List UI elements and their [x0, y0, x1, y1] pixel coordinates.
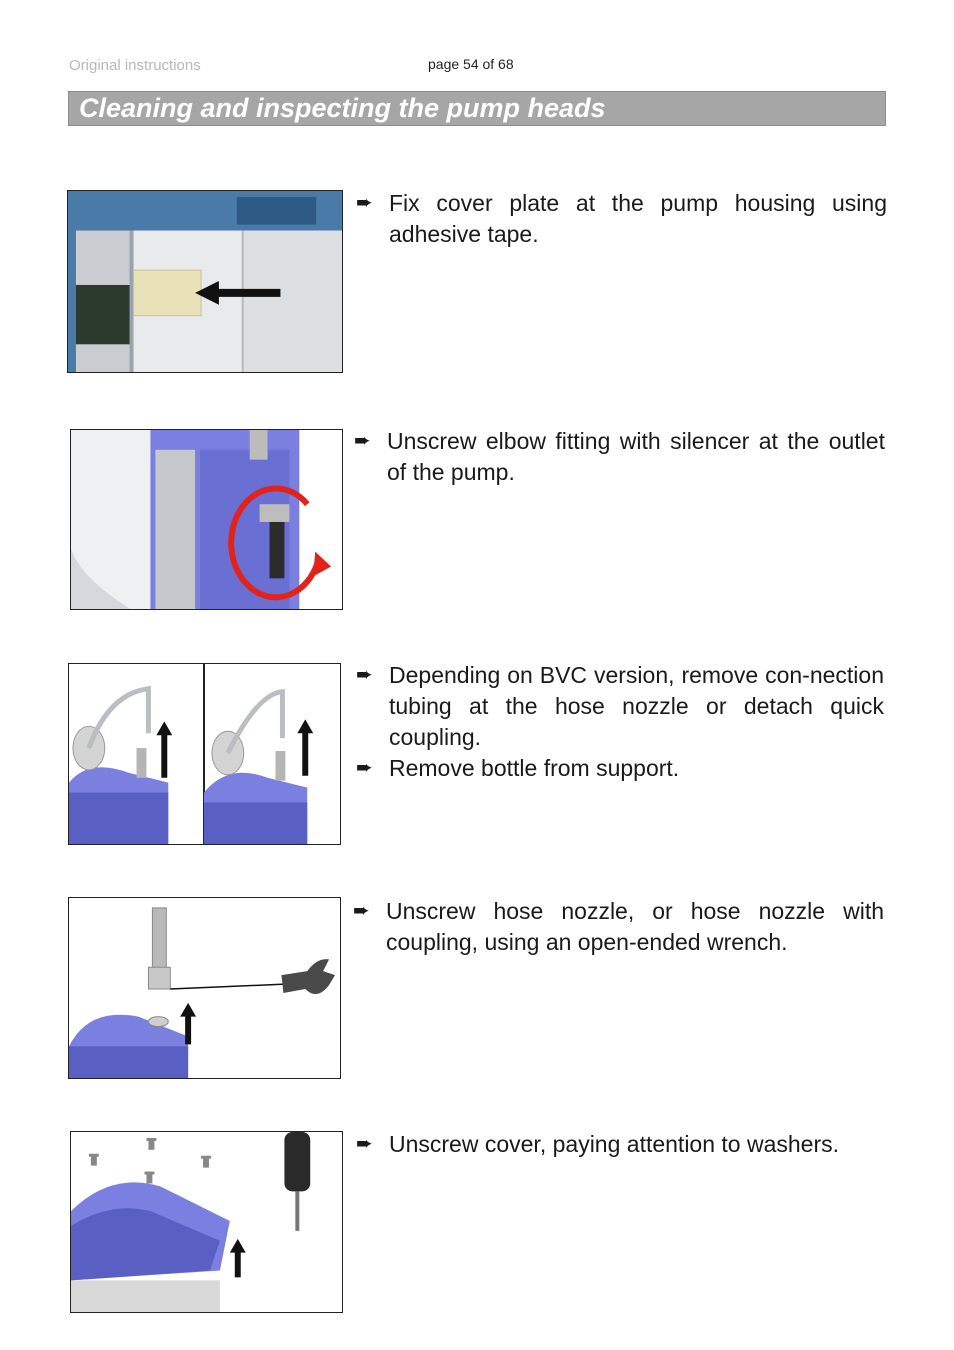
- step-list-4: ➨ Unscrew hose nozzle, or hose nozzle wit…: [353, 896, 884, 958]
- bullet-arrow-icon: ➨: [354, 430, 371, 452]
- step-item: ➨ Fix cover plate at the pump housing usi…: [356, 188, 887, 250]
- figure-cover-screwdriver: [70, 1131, 343, 1313]
- figure-adhesive-tape: [67, 190, 343, 373]
- step-list-3: ➨ Depending on BVC version, remove con-ne…: [356, 660, 884, 784]
- step-text: Unscrew cover, paying attention to washe…: [389, 1131, 840, 1157]
- figure-tubing-coupling: [68, 663, 341, 845]
- bullet-arrow-icon: ➨: [356, 1133, 373, 1155]
- header-left-label: Original instructions: [69, 57, 201, 74]
- step-item: ➨ Depending on BVC version, remove con-ne…: [356, 660, 884, 753]
- step-list-5: ➨ Unscrew cover, paying attention to wash…: [356, 1129, 887, 1160]
- step-list-1: ➨ Fix cover plate at the pump housing usi…: [356, 188, 887, 250]
- step-item: ➨ Unscrew elbow fitting with silencer at …: [354, 426, 885, 488]
- step-item: ➨ Remove bottle from support.: [356, 753, 884, 784]
- bullet-arrow-icon: ➨: [356, 192, 373, 214]
- section-title: Cleaning and inspecting the pump heads: [79, 93, 606, 123]
- step-text: Remove bottle from support.: [389, 755, 680, 781]
- step-item: ➨ Unscrew cover, paying attention to wash…: [356, 1129, 887, 1160]
- bullet-arrow-icon: ➨: [356, 757, 373, 779]
- section-title-bar: Cleaning and inspecting the pump heads: [68, 91, 886, 126]
- page-number: page 54 of 68: [428, 56, 514, 72]
- bullet-arrow-icon: ➨: [353, 900, 370, 922]
- figure-hose-nozzle-wrench: [68, 897, 341, 1079]
- step-text: Unscrew hose nozzle, or hose nozzle with…: [386, 898, 884, 955]
- step-list-2: ➨ Unscrew elbow fitting with silencer at …: [354, 426, 885, 488]
- step-text: Depending on BVC version, remove con-nec…: [389, 662, 884, 750]
- step-item: ➨ Unscrew hose nozzle, or hose nozzle wit…: [353, 896, 884, 958]
- bullet-arrow-icon: ➨: [356, 664, 373, 686]
- figure-elbow-fitting: [70, 429, 343, 610]
- step-text: Unscrew elbow fitting with silencer at t…: [387, 428, 885, 485]
- step-text: Fix cover plate at the pump housing usin…: [389, 190, 887, 247]
